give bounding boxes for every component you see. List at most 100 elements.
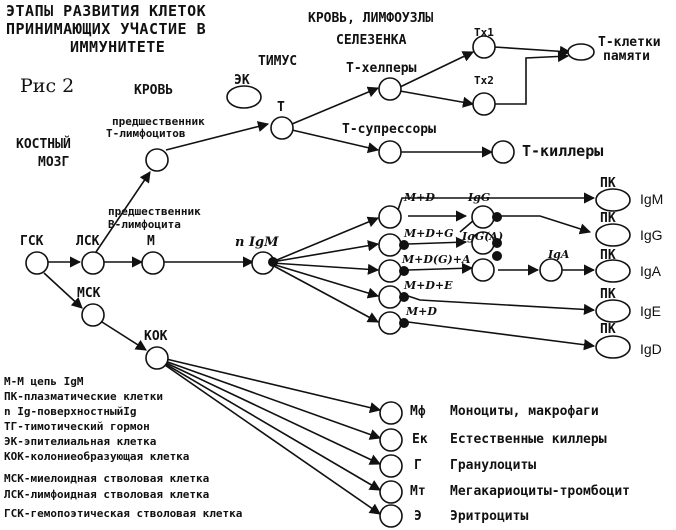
arrow-kok-mf: [161, 357, 382, 414]
chain-label-2: M+D+G: [404, 227, 454, 240]
arrow-kok-mt: [161, 361, 381, 491]
label-t: Т: [277, 100, 285, 115]
isotype-igg: IgG: [640, 227, 663, 243]
output-abbr-mf: Мф: [410, 404, 426, 419]
arrow-row4-pk: [407, 295, 596, 316]
legend-item: n Ig-поверхностныйIg: [4, 405, 137, 418]
cell-gsk: [25, 251, 49, 275]
arrow-row2-igga: [407, 236, 468, 248]
cell-mt: [379, 480, 403, 504]
cell-b-4: [378, 285, 402, 309]
chain-label-1: M+D: [404, 191, 435, 204]
output-name-e: Эритроциты: [450, 509, 529, 524]
legend-item: М-М цепь IgM: [4, 375, 84, 388]
cell-msk: [81, 303, 105, 327]
legend-item: ЛСК-лимфоидная стволовая клетка: [4, 488, 210, 501]
arrow-helpers-th2: [399, 90, 475, 108]
arrow-b-4: [271, 263, 380, 299]
cell-lsk: [81, 251, 105, 275]
arrow-kok-ek: [161, 359, 382, 440]
legend-item: МСК-миелоидная стволовая клетка: [4, 472, 210, 485]
dot-b-5: [399, 318, 409, 328]
region-blood-lymph: КРОВЬ, ЛИМФОУЗЛЫ: [308, 11, 434, 26]
arrow-row3-iga-a: [407, 262, 474, 274]
label-th1: Тх1: [474, 26, 494, 39]
dot-b-3: [399, 266, 409, 276]
dot-row3: [492, 251, 502, 261]
output-abbr-mt: Мт: [410, 484, 426, 499]
chain-label-5: M+D: [406, 305, 437, 318]
label-t-memory-2: памяти: [603, 49, 650, 64]
cell-ek-nk: [379, 428, 403, 452]
chain-label-3: M+D(G)+A: [402, 253, 471, 266]
chain-label-4: M+D+E: [404, 279, 453, 292]
label-ek: ЭК: [234, 73, 250, 88]
label-gsk: ГСК: [20, 234, 44, 249]
region-spleen: СЕЛЕЗЕНКА: [336, 33, 407, 48]
cell-t-suppressor: [378, 140, 402, 164]
arrow-t-suppressors: [291, 129, 380, 154]
legend-item: ТГ-тимотический гормон: [4, 420, 150, 433]
legend-item: ГСК-гемопоэтическая стволовая клетка: [4, 507, 243, 520]
arrow-b-3: [271, 262, 380, 275]
label-lsk: ЛСК: [76, 234, 100, 249]
cell-row3-mid: [471, 258, 495, 282]
arrow-lsk-tprec: [95, 171, 151, 253]
cell-t-helper: [378, 77, 402, 101]
arrow-row2-slash: [459, 219, 475, 233]
arrow-row5-pk: [407, 321, 596, 351]
cell-e: [379, 504, 403, 528]
label-b-precursor-1: предшественник: [108, 205, 201, 218]
cell-th1: [472, 35, 496, 59]
arrow-th2-memory: [494, 50, 570, 105]
label-t-killers: Т-киллеры: [522, 142, 604, 160]
arrow-t-helpers: [291, 86, 380, 125]
output-abbr-e: Э: [414, 509, 422, 524]
region-bone-marrow-1: КОСТНЫЙ: [16, 137, 71, 152]
label-msk: МСК: [77, 286, 101, 301]
region-thymus: ТИМУС: [258, 54, 298, 69]
isotype-igd: IgD: [640, 341, 662, 357]
cell-ek: [226, 85, 262, 109]
arrow-gsk-msk: [43, 272, 83, 309]
cell-pk-iga: [595, 259, 631, 283]
isotype-igm: IgM: [640, 191, 664, 207]
dot-igga: [492, 238, 502, 248]
cell-iga: [539, 258, 563, 282]
cell-t-precursor: [145, 148, 169, 172]
cell-b-1: [378, 205, 402, 229]
output-name-g: Гранулоциты: [450, 458, 537, 473]
arrow-b-5: [271, 264, 379, 323]
cell-mf: [379, 401, 403, 425]
dot-b-4: [399, 292, 409, 302]
region-blood: КРОВЬ: [134, 83, 174, 98]
dot-b-2: [399, 240, 409, 250]
cell-b-5: [378, 311, 402, 335]
pk-label-3: ПК: [600, 248, 616, 263]
pk-label-4: ПК: [600, 287, 616, 302]
output-name-mt: Мегакариоциты-тромбоцит: [450, 484, 631, 499]
cell-t-memory: [567, 43, 595, 61]
label-t-memory-1: Т-клетки: [598, 35, 661, 50]
arrow-msk-kok: [101, 321, 147, 351]
label-m: М: [147, 234, 155, 249]
label-t-precursor-2: Т-лимфоцитов: [106, 127, 186, 140]
arrow-igg-pk: [498, 215, 592, 235]
label-t-precursor-1: предшественник: [112, 115, 205, 128]
cell-pk-ige: [595, 299, 631, 323]
cell-m: [141, 251, 165, 275]
arrow-b-1: [271, 216, 380, 263]
cell-pk-igd: [595, 335, 631, 359]
cell-g: [379, 454, 403, 478]
cell-pk-igg: [595, 223, 631, 247]
dot-igg: [492, 212, 502, 222]
output-name-ek: Естественные киллеры: [450, 432, 607, 447]
label-igg-mid: IgG: [468, 191, 491, 204]
label-kok: КОК: [144, 329, 168, 344]
label-b-precursor-2: В-лимфоцита: [108, 218, 181, 231]
label-igga-mid: IgG(A): [462, 230, 504, 243]
cell-igg: [471, 205, 495, 229]
arrow-helpers-th1: [399, 51, 475, 88]
output-abbr-g: Г: [414, 458, 422, 473]
